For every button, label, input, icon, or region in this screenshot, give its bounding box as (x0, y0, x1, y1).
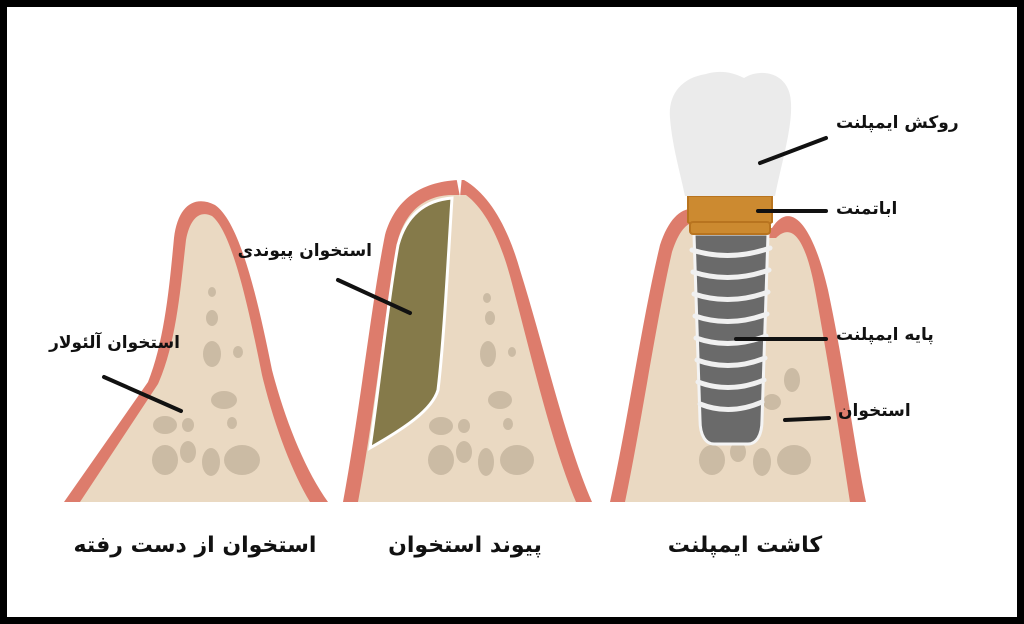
caption-lost-bone: استخوان از دست رفته (73, 533, 317, 558)
graft-material (368, 196, 454, 451)
leader-graft-bone (336, 278, 412, 315)
alveolar-bone (80, 214, 310, 503)
callout-graft-bone: استخوان پیوندی (237, 241, 372, 261)
caption-implant: کاشت ایمپلنت (667, 533, 823, 558)
crest-notch (456, 176, 462, 197)
leader-alveolar-bone (102, 375, 183, 413)
leader-crown (758, 136, 828, 165)
callout-bone: استخوان (838, 401, 911, 421)
callout-implant-post: پایه ایمپلنت (836, 325, 934, 345)
crown (669, 71, 792, 196)
callout-crown: روکش ایمپلنت (836, 113, 959, 133)
implant-threads (689, 245, 773, 413)
leader-bone (783, 416, 831, 422)
implant-post (692, 232, 770, 446)
leader-lines (102, 136, 831, 422)
panel-bone-graft (343, 176, 592, 502)
callout-abutment: اباتمنت (836, 199, 898, 219)
panel-implant (610, 71, 866, 502)
callout-alveolar-bone: استخوان آلئولار (49, 333, 180, 353)
bone-spots (699, 368, 811, 476)
caption-bone-graft: پیوند استخوان (388, 533, 542, 558)
abutment-collar (689, 221, 771, 235)
panel-lost-bone (64, 201, 328, 503)
bone-spots (152, 287, 260, 476)
bone-spots (428, 293, 534, 476)
